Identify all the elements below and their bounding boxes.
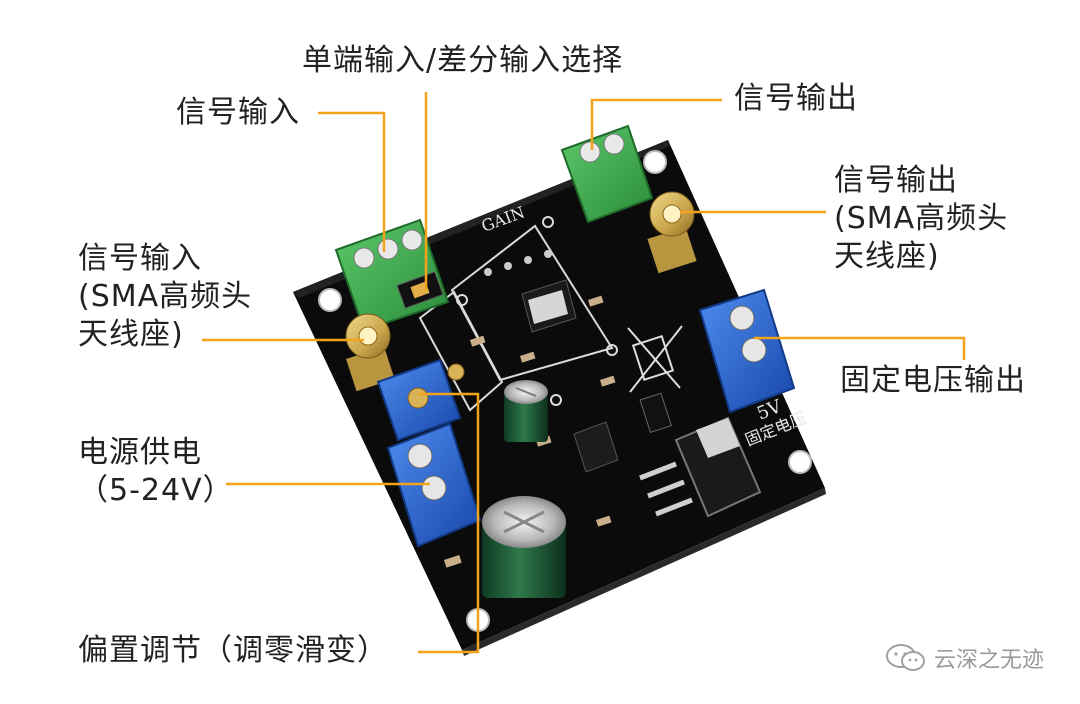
power-terminal — [386, 422, 482, 548]
leader-output-terminal — [590, 98, 722, 150]
large-capacitor — [482, 496, 566, 598]
label-output-sma: 信号输出 (SMA高频头 天线座) — [834, 163, 1009, 274]
leader-fixed-voltage — [754, 336, 966, 360]
watermark: 云深之无迹 — [884, 642, 1044, 674]
leader-input-terminal — [318, 111, 386, 252]
label-input-terminal: 信号输入 — [176, 95, 300, 130]
weee-icon — [627, 325, 683, 393]
green-terminal-output — [560, 124, 654, 224]
fixed-voltage-terminal — [698, 288, 796, 414]
label-output-terminal: 信号输出 — [734, 81, 858, 116]
label-power: 电源供电 （5-24V） — [78, 435, 234, 508]
watermark-text: 云深之无迹 — [933, 648, 1044, 673]
wechat-icon — [885, 644, 925, 671]
small-capacitor — [504, 380, 548, 442]
leader-bias — [418, 392, 480, 654]
label-bias: 偏置调节（调零滑变） — [78, 633, 388, 668]
leader-lines — [202, 92, 966, 654]
label-fixed-voltage: 固定电压输出 — [840, 363, 1026, 398]
label-selector: 单端输入/差分输入选择 — [302, 43, 624, 78]
label-input-sma: 信号输入 (SMA高频头 天线座) — [78, 241, 253, 352]
sma-output-connector — [647, 191, 697, 274]
